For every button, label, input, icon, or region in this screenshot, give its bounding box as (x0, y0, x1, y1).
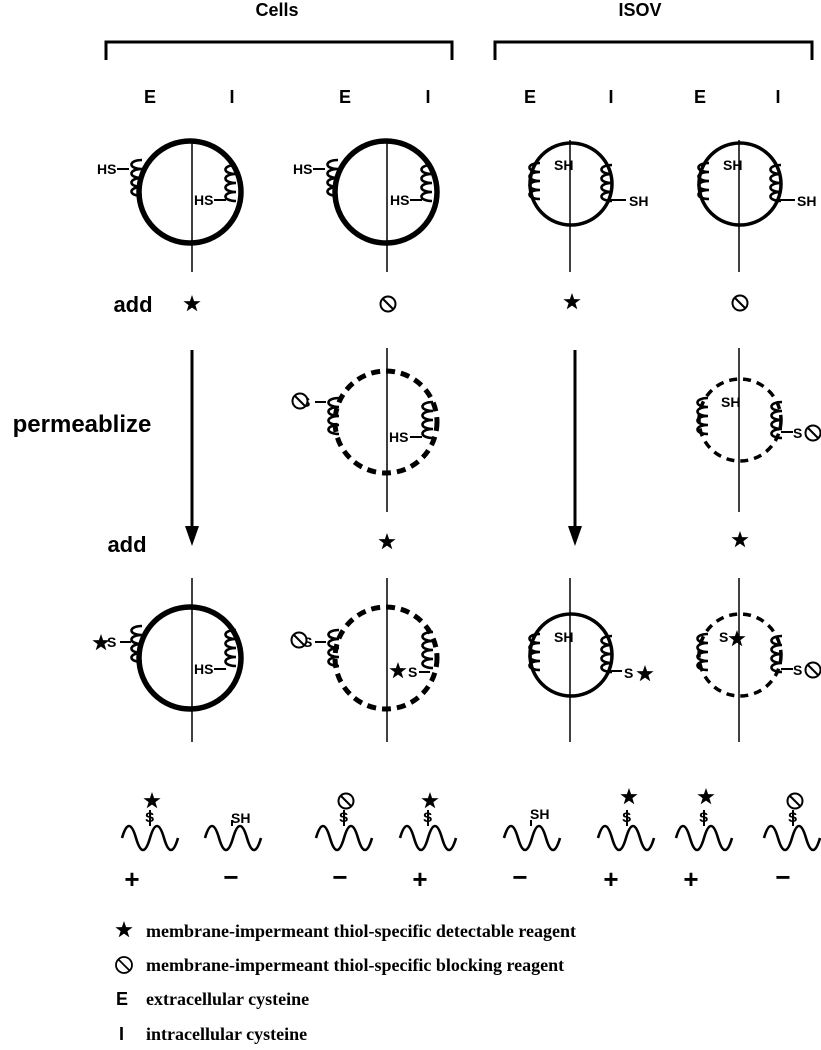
cells-bracket (104, 40, 454, 60)
svg-text:SH: SH (231, 810, 250, 826)
star-icon (143, 792, 161, 809)
result-protein-4: S (398, 792, 458, 852)
svg-text:SH: SH (530, 806, 549, 822)
circle-slash-icon (290, 631, 308, 649)
col1-e-label: E (144, 87, 156, 107)
col4-e-label: E (694, 87, 706, 107)
svg-text:SH: SH (797, 193, 816, 209)
circle-slash-icon (786, 792, 804, 810)
circle-slash-icon (291, 392, 309, 410)
svg-text:SH: SH (723, 157, 742, 173)
svg-text:S: S (423, 809, 432, 825)
star-icon (421, 792, 439, 809)
star-icon (389, 662, 407, 679)
arrow-down-icon (185, 526, 199, 546)
cell-1-final: S HS (92, 604, 244, 712)
isov-2-final: S S (696, 612, 821, 698)
legend-intracellular: intracellular cysteine (146, 1024, 307, 1044)
circle-slash-icon (379, 295, 397, 313)
step-add-first: add (113, 292, 152, 317)
star-icon (378, 533, 396, 550)
star-icon (620, 788, 638, 805)
svg-text:HS: HS (390, 192, 409, 208)
result-sign-6: + (603, 864, 618, 894)
svg-text:S: S (793, 425, 802, 441)
svg-text:HS: HS (293, 161, 312, 177)
result-protein-8: S (762, 792, 821, 852)
isov-2-permeabilized: SH S (696, 377, 821, 463)
legend-e-key: E (116, 989, 128, 1009)
svg-text:S: S (622, 809, 631, 825)
result-sign-8: − (775, 862, 790, 892)
cell-1-initial: HS HS (97, 138, 244, 246)
circle-slash-icon (804, 661, 821, 679)
svg-text:HS: HS (389, 429, 408, 445)
circle-slash-icon (731, 294, 749, 312)
isov-header: ISOV (618, 0, 661, 20)
svg-text:SH: SH (554, 629, 573, 645)
svg-text:S: S (793, 662, 802, 678)
star-icon (563, 293, 581, 310)
legend-detectable: membrane-impermeant thiol-specific detec… (146, 921, 576, 941)
col3-i-label: I (608, 87, 613, 107)
circle-slash-icon (115, 956, 133, 974)
result-sign-7: + (683, 864, 698, 894)
svg-text:SH: SH (721, 394, 740, 410)
svg-text:S: S (145, 809, 154, 825)
legend-extracellular: extracellular cysteine (146, 989, 309, 1009)
star-icon (731, 531, 749, 548)
svg-text:S: S (408, 664, 417, 680)
col3-e-label: E (524, 87, 536, 107)
isov-2-initial: SH SH (697, 141, 816, 227)
circle-slash-icon (337, 792, 355, 810)
result-protein-5: SH (502, 806, 562, 852)
isov-1-initial: SH SH (528, 141, 648, 227)
circle-slash-icon (804, 424, 821, 442)
svg-text:SH: SH (629, 193, 648, 209)
col2-e-label: E (339, 87, 351, 107)
star-icon (728, 630, 746, 647)
result-protein-2: SH (203, 810, 263, 852)
result-sign-5: − (512, 862, 527, 892)
step-add-second: add (107, 532, 146, 557)
cell-2-initial: HS HS (293, 138, 440, 246)
star-icon (636, 665, 654, 682)
svg-text:S: S (699, 809, 708, 825)
isov-bracket (493, 40, 814, 60)
cell-2-permeabilized: S HS (291, 368, 440, 476)
svg-text:S: S (107, 634, 116, 650)
isov-1-final: SH S (528, 612, 654, 698)
legend: membrane-impermeant thiol-specific detec… (115, 921, 576, 1044)
svg-text:S: S (339, 809, 348, 825)
result-sign-4: + (412, 864, 427, 894)
result-protein-7: S (674, 788, 734, 852)
arrow-down-icon (568, 526, 582, 546)
result-protein-6: S (596, 788, 656, 852)
result-sign-3: − (332, 862, 347, 892)
cells-header: Cells (255, 0, 298, 20)
svg-text:HS: HS (97, 161, 116, 177)
cell-2-final: S S (290, 604, 440, 712)
svg-text:HS: HS (194, 661, 213, 677)
svg-text:S: S (788, 809, 797, 825)
svg-text:S: S (719, 629, 728, 645)
result-sign-1: + (124, 864, 139, 894)
svg-text:S: S (303, 634, 312, 650)
svg-text:HS: HS (194, 192, 213, 208)
col1-i-label: I (229, 87, 234, 107)
step-permeabilize: permeablize (13, 411, 152, 438)
legend-blocking: membrane-impermeant thiol-specific block… (146, 955, 564, 975)
legend-i-key: I (119, 1024, 124, 1044)
result-protein-1: S (120, 792, 180, 852)
svg-text:SH: SH (554, 157, 573, 173)
star-icon (697, 788, 715, 805)
result-sign-2: − (223, 862, 238, 892)
col4-i-label: I (775, 87, 780, 107)
star-icon (115, 921, 133, 938)
result-protein-3: S (314, 792, 374, 852)
col2-i-label: I (425, 87, 430, 107)
svg-text:S: S (624, 665, 633, 681)
star-icon (183, 295, 201, 312)
